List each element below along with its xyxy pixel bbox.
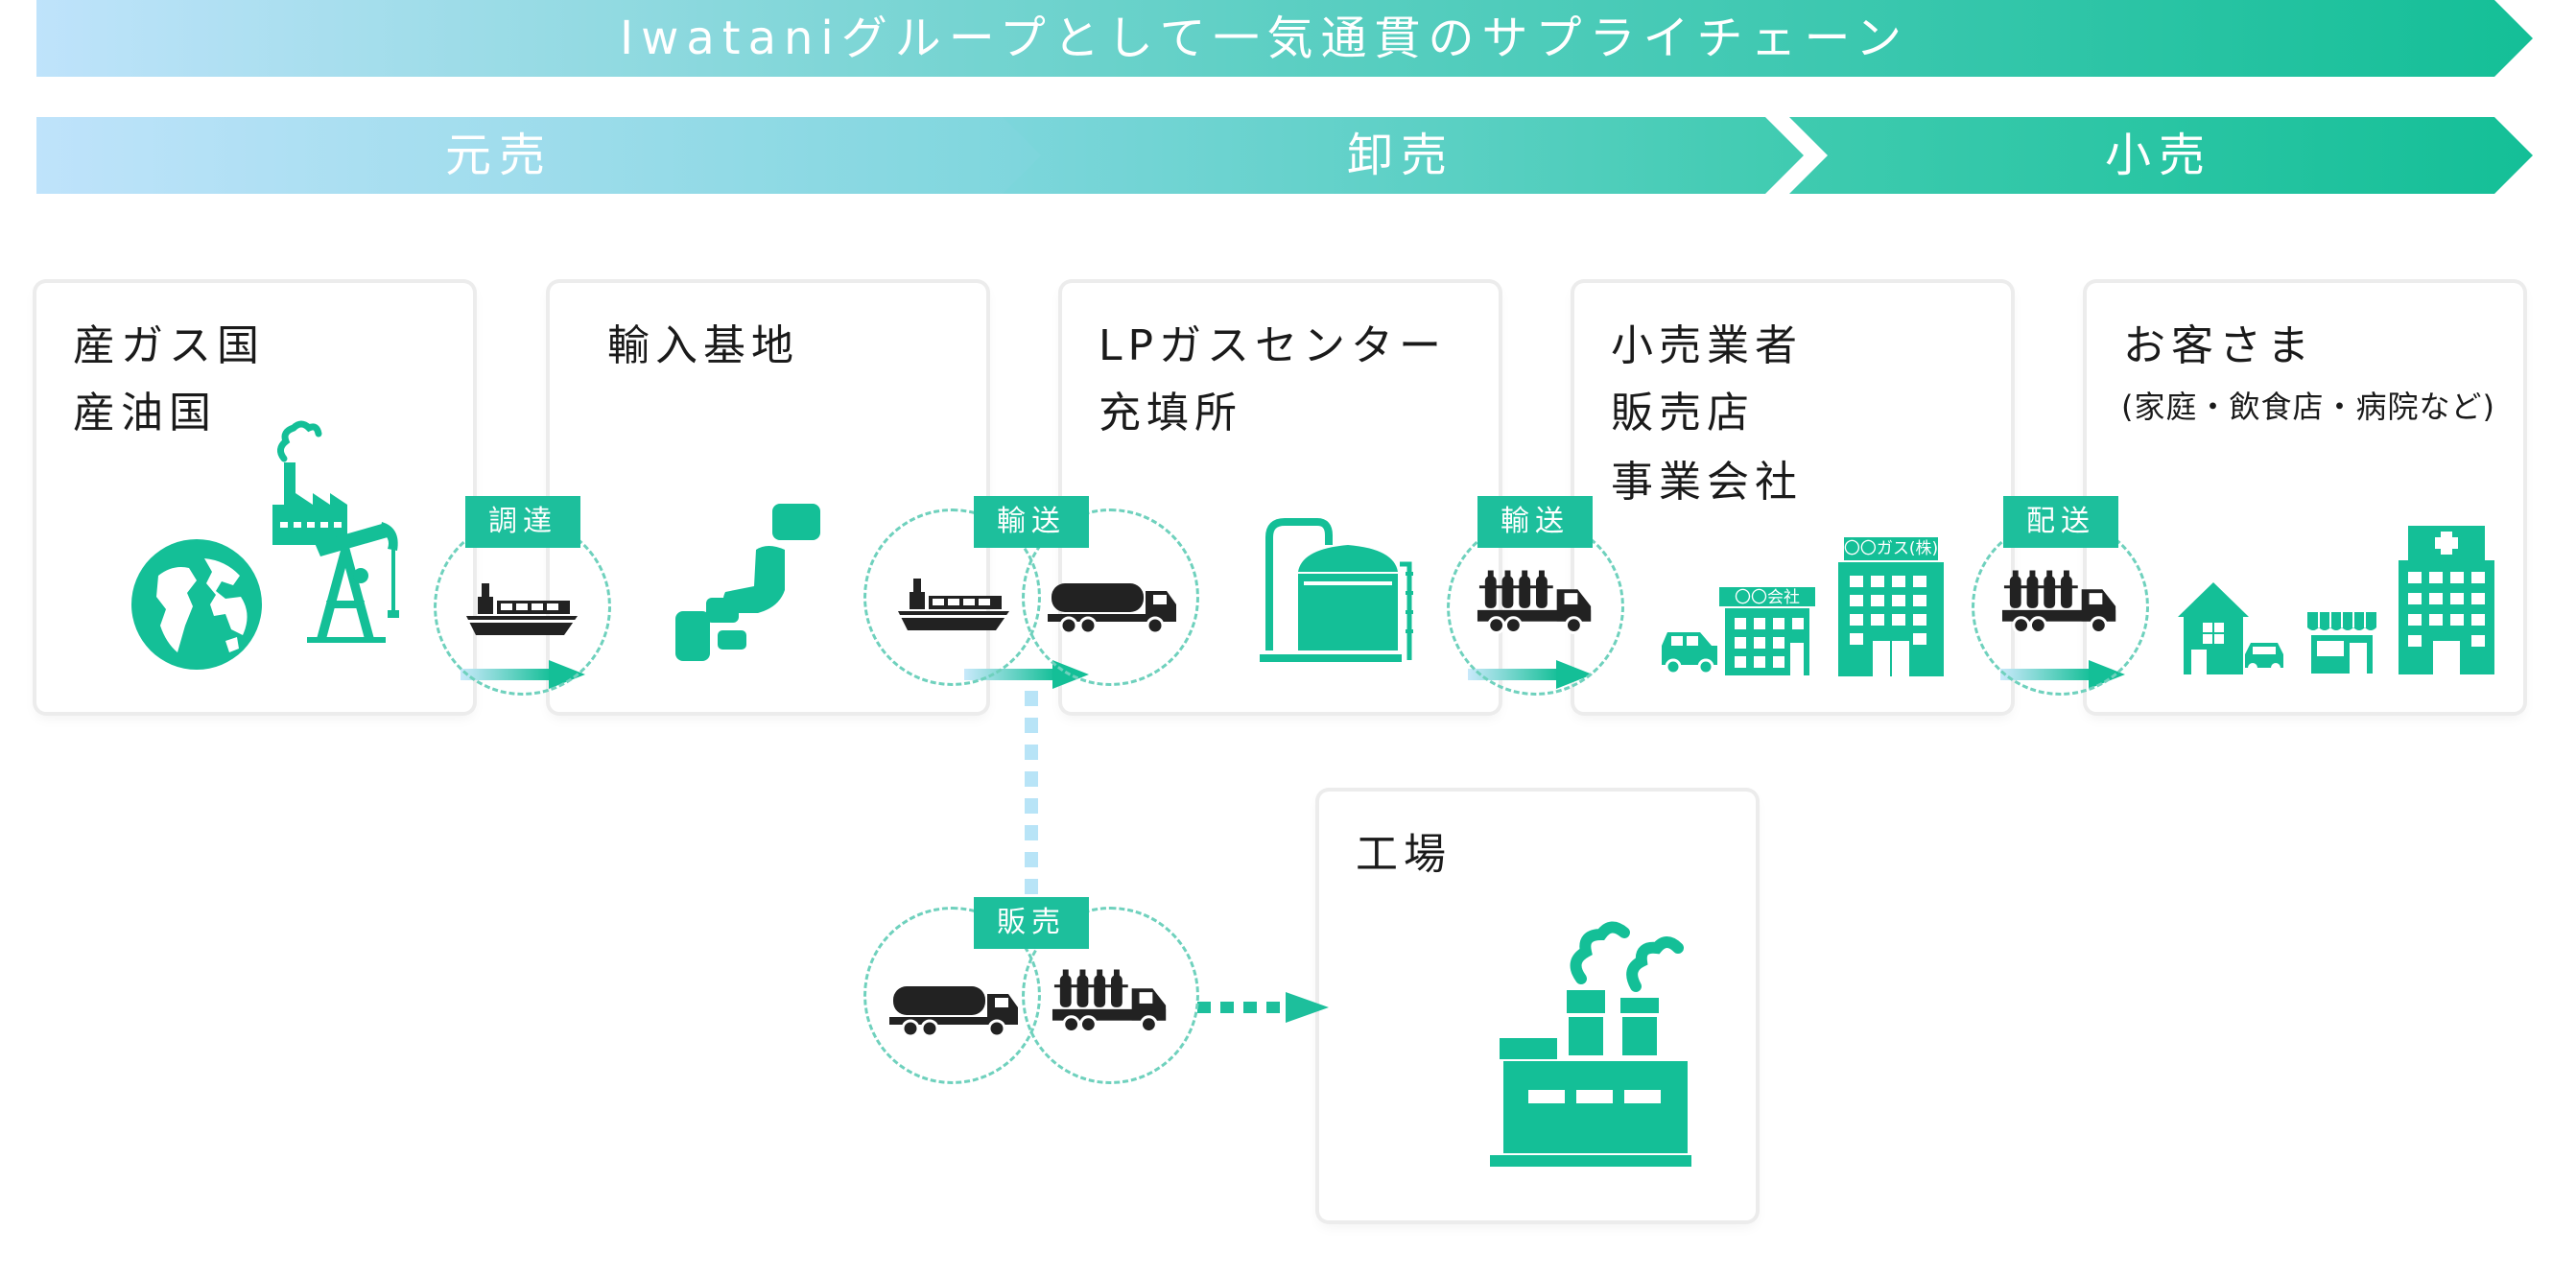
dashed-circle [1022, 508, 1199, 686]
card-title-retailer: 小売業者 [1611, 321, 1803, 370]
tag-procure: 調達 [465, 496, 580, 548]
supply-chain-title: Iwataniグループとして一気通貫のサプライチェーン [619, 12, 1910, 65]
cylinder-truck-icon [1051, 967, 1173, 1034]
car-icon [2245, 643, 2283, 673]
banner-stage-1 [36, 117, 1046, 194]
shop-icon [2307, 612, 2376, 674]
card-title-company: 事業会社 [1611, 458, 1803, 507]
stage-label-primary: 元売 [444, 129, 553, 182]
sign-office-small: 〇〇会社 [1735, 588, 1800, 607]
banner-stage-2 [1003, 117, 1804, 194]
banner-stage-3 [1789, 117, 2533, 194]
factory-icon [1490, 921, 1691, 1167]
car-icon [1662, 632, 1717, 675]
card-title-factory: 工場 [1356, 830, 1452, 879]
cylinder-truck-icon [2000, 568, 2123, 635]
stage-label-wholesale: 卸売 [1346, 129, 1454, 182]
card-title-gas-country: 産ガス国 [73, 321, 265, 370]
gas-tank-icon [1260, 518, 1413, 662]
card-gas-country: 産ガス国 産油国 [36, 283, 473, 712]
cylinder-truck-icon [1476, 568, 1598, 635]
factory-icon [272, 420, 347, 545]
card-title-shop: 販売店 [1611, 389, 1755, 437]
oil-pump-icon [307, 522, 399, 643]
tanker-truck-icon [1046, 578, 1180, 635]
card-title-customer: お客さま [2123, 321, 2315, 370]
banner-graphics [36, 0, 2533, 194]
card-title-oil-country: 産油国 [73, 389, 217, 437]
office-building-icon [1719, 587, 1815, 675]
hospital-icon [2399, 526, 2494, 674]
dashed-circle [1022, 907, 1199, 1084]
tag-deliver: 配送 [2003, 496, 2118, 548]
card-title-lp-center: LPガスセンター [1099, 321, 1448, 370]
ship-icon [464, 578, 579, 639]
house-icon [2178, 582, 2249, 674]
tag-transport-2: 輸送 [1477, 496, 1593, 548]
office-building-icon [1838, 537, 1944, 676]
stage-label-retail: 小売 [2104, 129, 2212, 182]
tag-transport-1: 輸送 [974, 496, 1089, 548]
card-sub-customer: (家庭・飲食店・病院など) [2121, 389, 2495, 425]
banner-arrow-main [36, 0, 2533, 77]
ship-icon [896, 573, 1011, 634]
sign-office-big: 〇〇ガス(株) [1843, 539, 1939, 558]
card-title-filling-station: 充填所 [1099, 389, 1242, 437]
tag-sale: 販売 [974, 897, 1089, 949]
card-title-import-base: 輸入基地 [607, 321, 799, 370]
japan-map-icon [675, 504, 820, 661]
globe-icon [131, 539, 262, 670]
tanker-truck-icon [887, 981, 1022, 1038]
